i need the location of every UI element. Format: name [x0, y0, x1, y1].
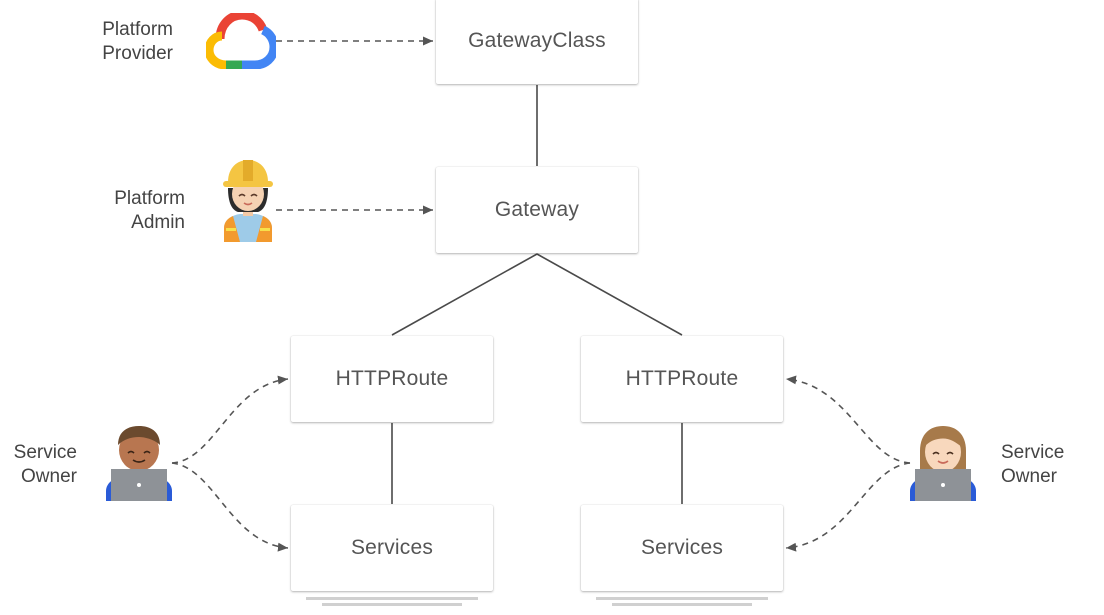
- httproute-right-box: HTTPRoute: [581, 336, 783, 422]
- services-left-box: Services: [291, 505, 493, 591]
- services-left-stack-2: [322, 603, 462, 606]
- platform-provider-label: Platform Provider: [60, 18, 173, 66]
- service-owner-right-label: Service Owner: [1001, 441, 1091, 489]
- line-gateway-httproute-right: [536, 253, 683, 336]
- services-left-stack-1: [306, 597, 478, 600]
- platform-provider-line-2: Provider: [102, 43, 173, 64]
- httproute-right-label: HTTPRoute: [625, 367, 739, 390]
- arrow-owner-left-services: [171, 462, 289, 552]
- gatewayclass-box: GatewayClass: [436, 0, 638, 84]
- construction-worker-icon: [223, 160, 273, 242]
- services-right-box: Services: [581, 505, 783, 591]
- gateway-box: Gateway: [436, 167, 638, 253]
- platform-admin-label: Platform Admin: [70, 187, 185, 235]
- httproute-left-label: HTTPRoute: [335, 367, 449, 390]
- google-cloud-icon: [206, 13, 276, 69]
- service-owner-right-line-1: Service: [1001, 442, 1065, 463]
- services-right-stack-2: [612, 603, 752, 606]
- developer-laptop-icon: [910, 426, 976, 501]
- services-left-label: Services: [350, 536, 434, 559]
- arrow-owner-right-services: [785, 462, 911, 552]
- platform-provider-line-1: Platform: [102, 19, 173, 40]
- developer-laptop-icon: [106, 426, 172, 501]
- services-right-label: Services: [640, 536, 724, 559]
- service-owner-right-line-2: Owner: [1001, 466, 1057, 487]
- gatewayclass-label: GatewayClass: [468, 29, 606, 52]
- httproute-left-box: HTTPRoute: [291, 336, 493, 422]
- line-gateway-httproute-left: [391, 253, 538, 336]
- service-owner-left-label: Service Owner: [0, 441, 77, 489]
- gateway-label: Gateway: [494, 198, 580, 221]
- arrow-owner-left-httproute: [171, 375, 289, 464]
- services-right-stack-1: [596, 597, 768, 600]
- service-owner-left-line-2: Owner: [21, 466, 77, 487]
- platform-admin-line-2: Admin: [131, 212, 185, 233]
- platform-admin-line-1: Platform: [114, 188, 185, 209]
- service-owner-left-line-1: Service: [13, 442, 77, 463]
- arrow-owner-right-httproute: [785, 375, 911, 464]
